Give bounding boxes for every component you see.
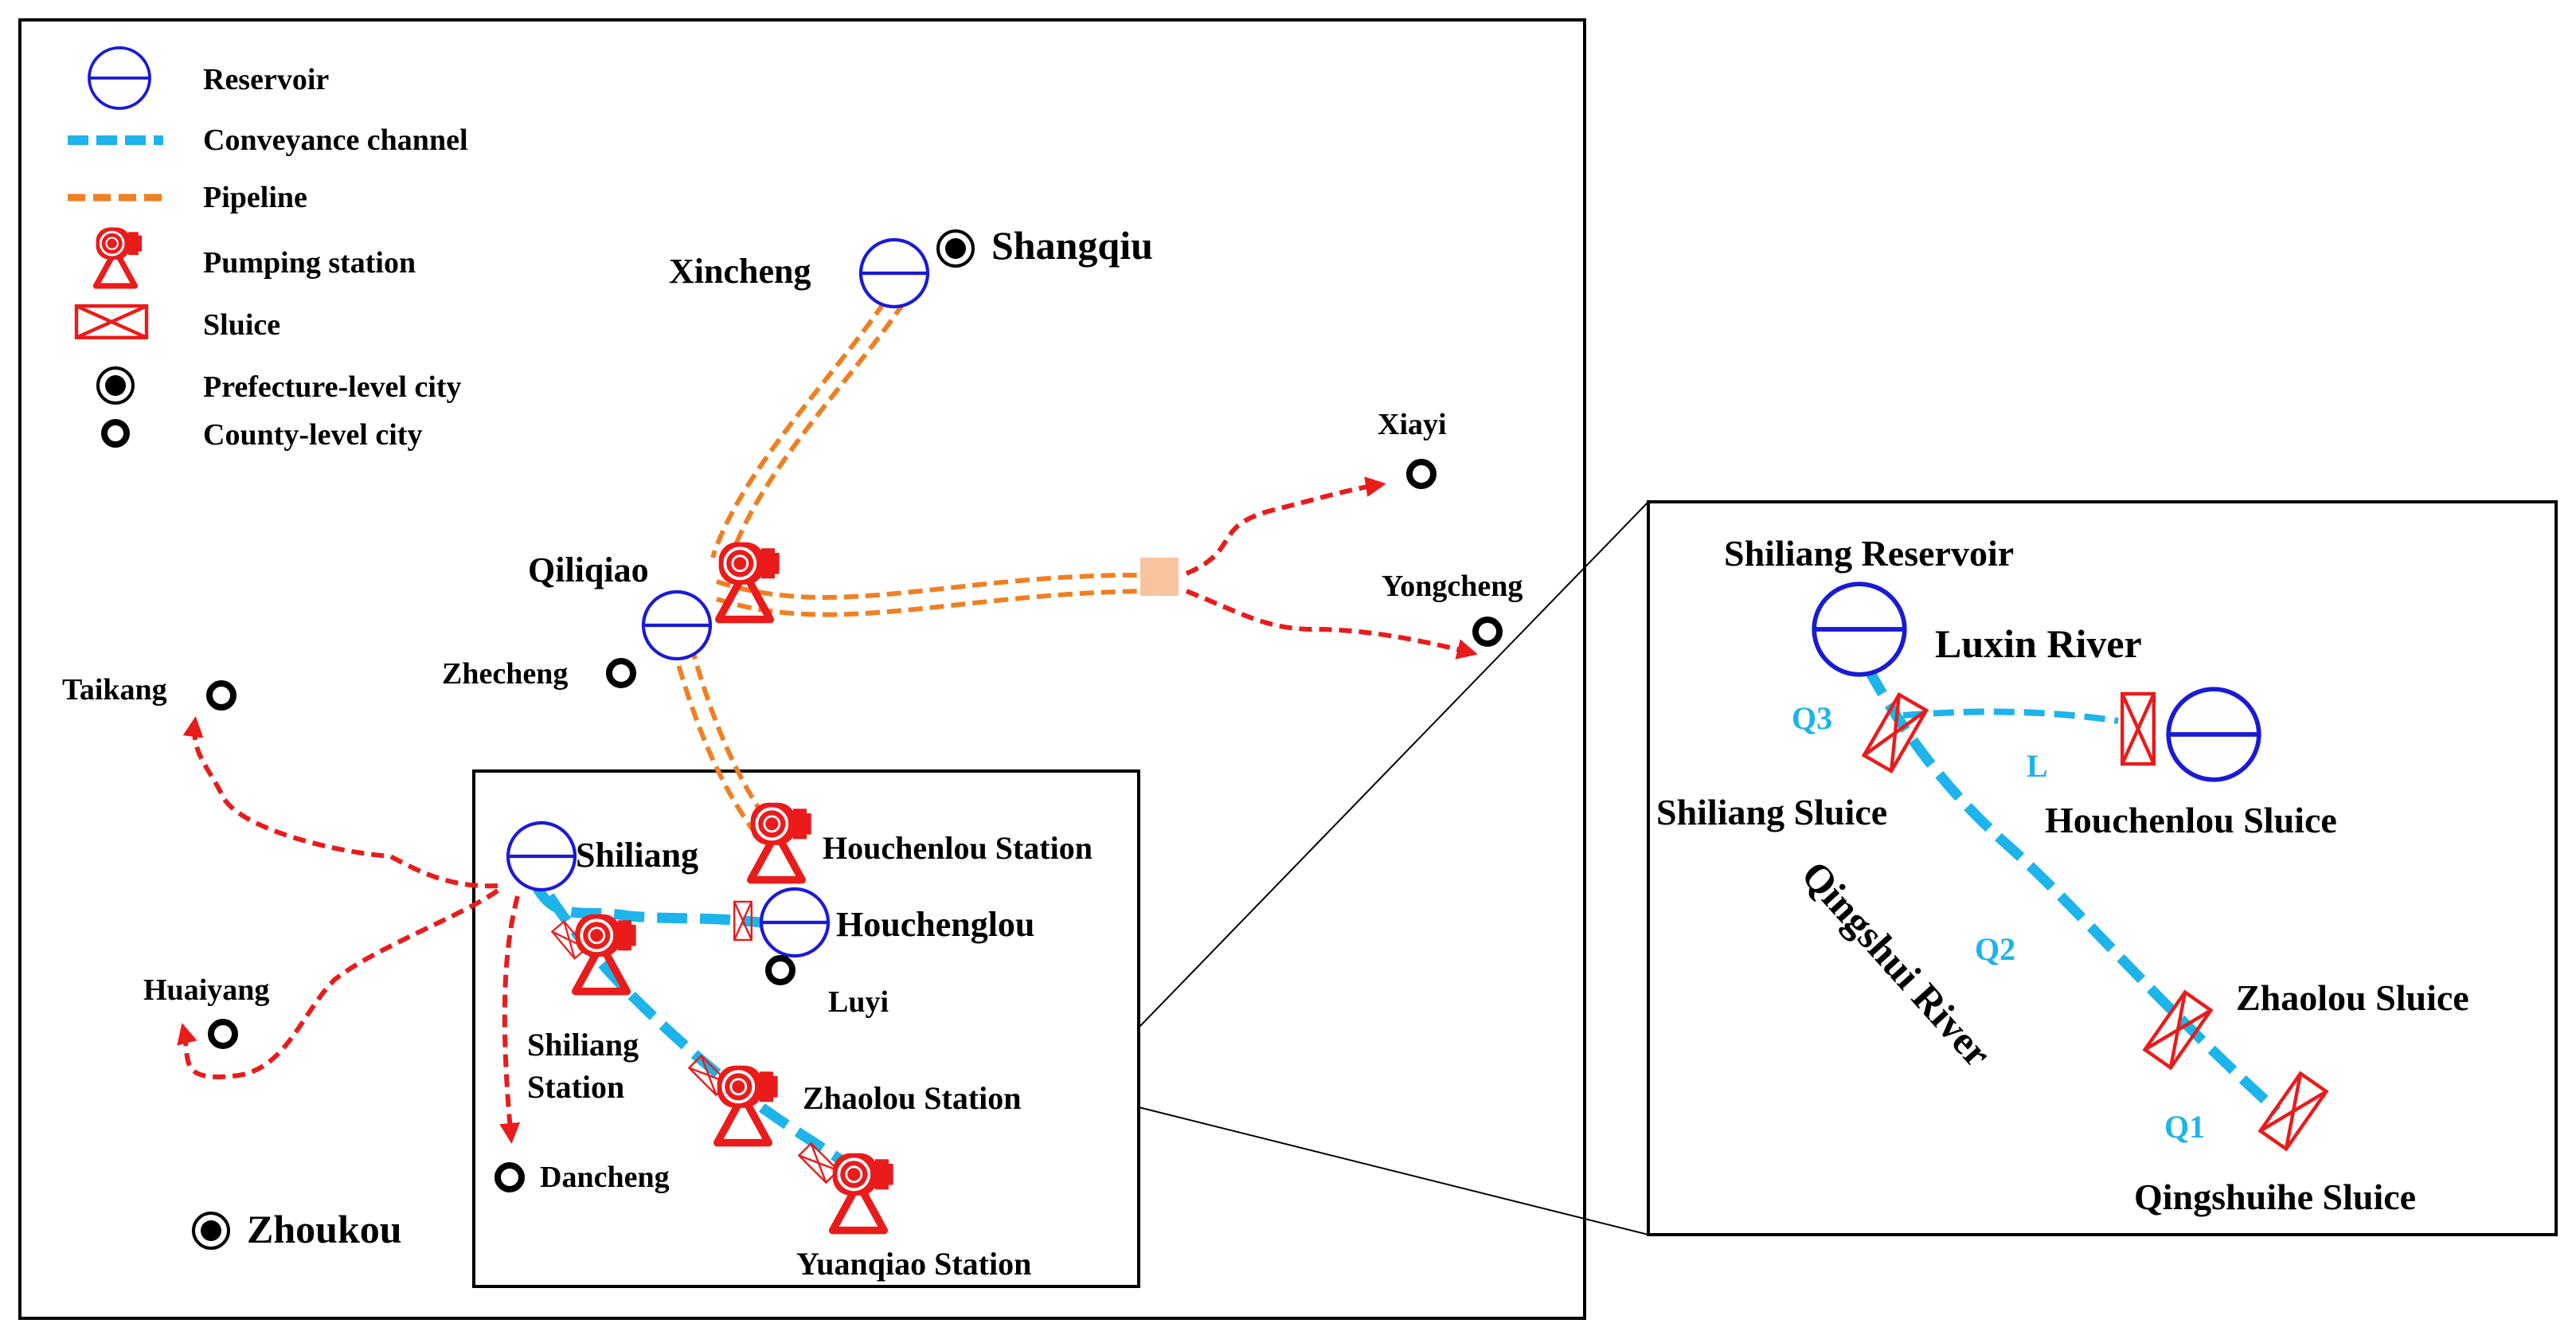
label-yuanqiao-station: Yuanqiao Station — [796, 1246, 1031, 1282]
label-shangqiu: Shangqiu — [991, 223, 1153, 268]
pipeline-junction — [1140, 558, 1179, 596]
prefecture-city-icon — [96, 366, 135, 405]
inset-label-qingshui-river: Qingshui River — [1793, 852, 2000, 1075]
inset-label-q1: Q1 — [2164, 1109, 2205, 1145]
county-city-icon — [1406, 459, 1437, 489]
sluice-icon — [2261, 1074, 2327, 1149]
inset-connector-bottom — [1138, 1106, 1649, 1235]
pumping-station-icon — [576, 914, 636, 992]
inset-label-shiliang-reservoir: Shiliang Reservoir — [1724, 533, 2014, 574]
reservoir-icon — [761, 889, 828, 956]
reservoir-icon — [508, 823, 575, 890]
label-huaiyang: Huaiyang — [143, 973, 269, 1007]
label-taikang: Taikang — [62, 673, 167, 707]
pumping-station-icon — [717, 1066, 778, 1143]
label-zhecheng: Zhecheng — [442, 657, 568, 691]
county-city-icon — [208, 1019, 238, 1049]
legend-channel-label: Conveyance channel — [203, 123, 468, 157]
legend-reservoir-label: Reservoir — [203, 63, 329, 96]
inset-label-houchenlou-sluice: Houchenlou Sluice — [2045, 800, 2337, 840]
main-map-frame — [18, 18, 1586, 1320]
inset-label-q2: Q2 — [1975, 931, 2015, 967]
label-dancheng: Dancheng — [540, 1161, 670, 1194]
focus-area-frame — [472, 769, 1140, 1288]
label-xincheng: Xincheng — [669, 252, 811, 291]
legend-prefecture-label: Prefecture-level city — [203, 370, 462, 404]
inset-label-zhaolou-sluice: Zhaolou Sluice — [2236, 977, 2469, 1018]
legend-pipeline-label: Pipeline — [203, 181, 307, 214]
reservoir-icon — [861, 240, 928, 307]
label-houchenglou: Houchenglou — [836, 905, 1034, 944]
sluice-icon — [2122, 694, 2154, 764]
prefecture-city-icon — [192, 1212, 230, 1250]
inset-label-q3: Q3 — [1792, 700, 1832, 736]
county-city-icon — [206, 680, 236, 711]
pumping-station-icon — [96, 228, 143, 286]
label-zhoukou: Zhoukou — [247, 1207, 402, 1251]
label-shiliang-station-2: Station — [527, 1069, 624, 1105]
label-houchenlou-station: Houchenlou Station — [823, 830, 1093, 866]
county-city-icon — [606, 658, 636, 688]
inset-frame — [1647, 500, 2558, 1236]
inset-label-shiliang-sluice: Shiliang Sluice — [1656, 792, 1887, 832]
sluice-icon — [2145, 993, 2211, 1068]
inset-detail: Shiliang Reservoir Luxin River Q3 L Shil… — [1656, 533, 2469, 1217]
county-city-icon — [101, 419, 130, 448]
reservoir-icon — [2168, 689, 2259, 780]
label-luyi: Luyi — [828, 985, 889, 1019]
reservoir-icon — [1814, 584, 1905, 675]
legend: Reservoir Conveyance channel Pipeline Pu… — [68, 46, 468, 452]
inset-label-l: L — [2027, 748, 2048, 784]
label-shiliang: Shiliang — [576, 836, 698, 875]
legend-sluice-label: Sluice — [203, 308, 280, 342]
county-city-icon — [765, 955, 795, 985]
reservoir-icon — [88, 46, 151, 110]
inset-label-qingshuihe-sluice: Qingshuihe Sluice — [2134, 1177, 2416, 1217]
label-zhaolou-station: Zhaolou Station — [803, 1080, 1022, 1116]
sluice-icon — [76, 306, 147, 338]
label-shiliang-station-1: Shiliang — [527, 1027, 639, 1063]
supply-routes — [177, 476, 1478, 1144]
label-yongcheng: Yongcheng — [1382, 570, 1523, 603]
legend-pumping-label: Pumping station — [203, 246, 416, 280]
inset-label-luxin-river: Luxin River — [1935, 621, 2142, 666]
county-city-icon — [1472, 617, 1503, 647]
pumping-station-icon — [833, 1153, 893, 1231]
reservoir-icon — [643, 592, 710, 659]
pumping-station-icon — [751, 803, 811, 880]
label-qiliqiao: Qiliqiao — [528, 550, 649, 589]
county-city-icon — [494, 1162, 525, 1192]
legend-county-label: County-level city — [203, 418, 422, 452]
inset-connector-top — [1138, 501, 1649, 1028]
label-xiayi: Xiayi — [1378, 408, 1447, 441]
prefecture-city-icon — [936, 229, 975, 268]
